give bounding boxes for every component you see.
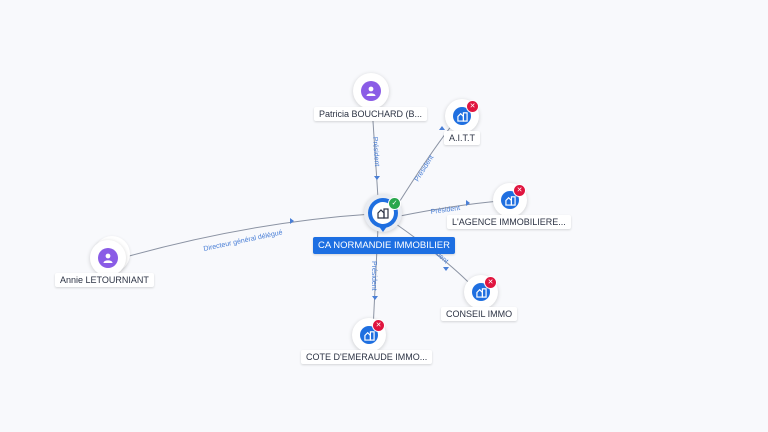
node-label-annie-letourniant[interactable]: Annie LETOURNIANT (55, 273, 154, 287)
node-label-ca-normandie-immobilier[interactable]: CA NORMANDIE IMMOBILIER (313, 237, 455, 254)
node-label-aitt[interactable]: A.I.T.T (444, 131, 481, 145)
edge-label-annie-center: Directeur général délégué (203, 229, 283, 253)
company-avatar (453, 107, 471, 125)
person-icon (103, 253, 113, 263)
node-cote-demeraude-immo[interactable]: ✕ (352, 318, 392, 358)
node-patricia-bouchard[interactable] (353, 73, 393, 113)
close-icon: ✕ (372, 319, 385, 332)
close-icon: ✕ (466, 100, 479, 113)
check-icon: ✓ (388, 197, 401, 210)
edge-arrow-conseil (443, 267, 449, 271)
person-avatar (361, 81, 381, 101)
center-pin-tip (378, 225, 388, 232)
node-conseil-immo[interactable]: ✕ (464, 275, 504, 315)
close-icon: ✕ (484, 276, 497, 289)
building-icon (504, 195, 516, 206)
node-label-patricia-bouchard[interactable]: Patricia BOUCHARD (B... (314, 107, 428, 121)
node-ca-normandie-immobilier[interactable]: ✓ (364, 194, 404, 234)
edge-center-agence (399, 200, 501, 217)
edge-annie-center (121, 213, 373, 259)
edge-arrow-agence (466, 200, 470, 206)
edge-arrow-cote (372, 296, 378, 300)
node-label-agence-immobiliere[interactable]: L'AGENCE IMMOBILIERE... (447, 215, 571, 229)
node-label-cote-demeraude-immo[interactable]: COTE D'EMERAUDE IMMO... (301, 350, 433, 364)
person-avatar (98, 248, 118, 268)
building-icon (456, 111, 468, 122)
edge-label-center-agence: Président (430, 205, 460, 216)
close-icon: ✕ (513, 184, 526, 197)
edge-patricia-center (371, 105, 379, 199)
building-icon (377, 208, 389, 219)
node-label-conseil-immo[interactable]: CONSEIL IMMO (441, 307, 518, 321)
edge-label-patricia-center: Président (371, 137, 380, 167)
edge-label-center-cote: Président (370, 261, 377, 291)
node-agence-immobiliere[interactable]: ✕ (493, 183, 533, 223)
edge-label-center-aitt: Président (414, 154, 436, 183)
building-icon (475, 287, 487, 298)
building-icon (363, 330, 375, 341)
node-aitt[interactable]: ✕ (445, 99, 485, 139)
edge-arrow-aitt (439, 126, 445, 130)
edge-arrow-patricia (374, 176, 380, 180)
node-annie-letourniant[interactable] (88, 236, 132, 278)
person-icon (366, 86, 376, 96)
edge-arrow-annie (290, 218, 294, 224)
